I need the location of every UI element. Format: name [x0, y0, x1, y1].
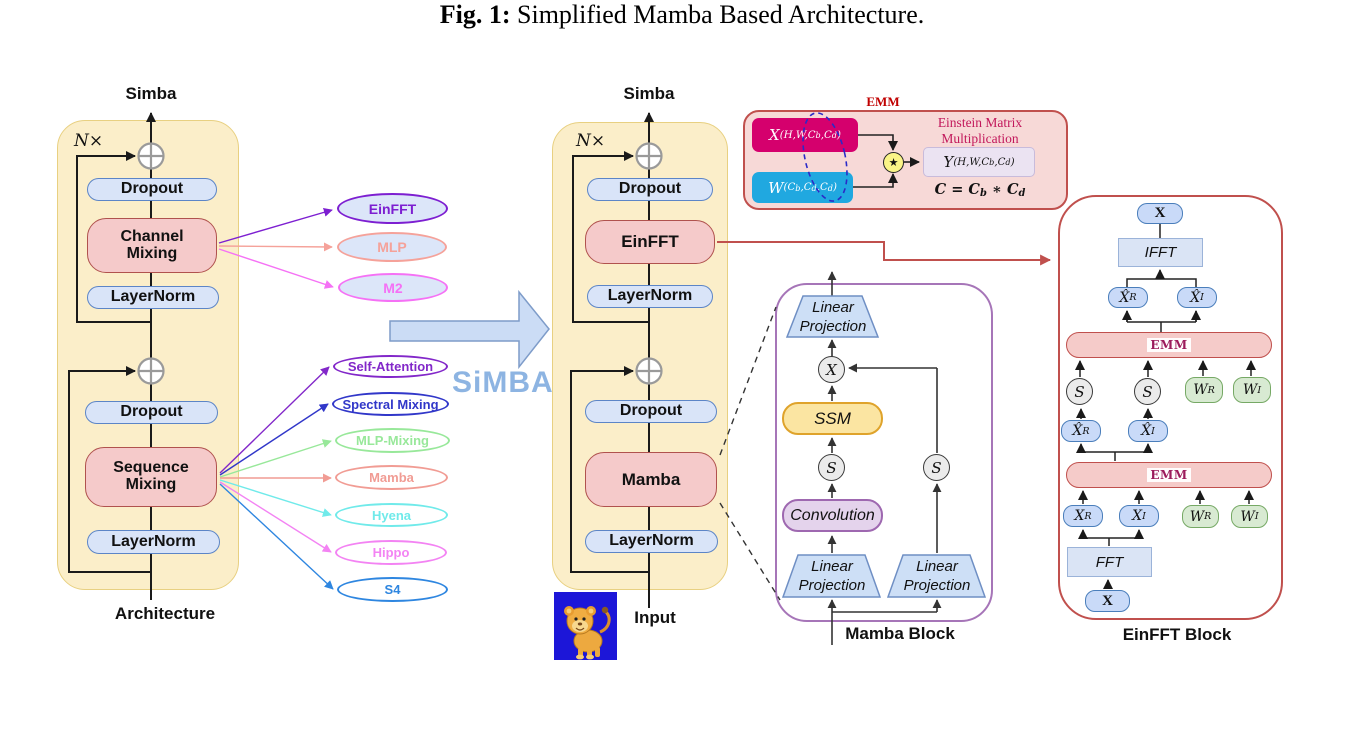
- mamba-block-caption: Mamba Block: [845, 624, 955, 643]
- sequence-mixing-pill: Sequence Mixing: [85, 447, 217, 507]
- mamba-pill: Mamba: [585, 452, 717, 507]
- figure-caption-text: Simplified Mamba Based Architecture.: [510, 0, 925, 29]
- middle-simba-label: Simba: [623, 84, 675, 103]
- left-layernorm2-pill: LayerNorm: [87, 530, 220, 554]
- middle-repeat-label: N×: [576, 131, 606, 151]
- xr-hat-out-pill: X̂R: [1108, 287, 1148, 308]
- star-operator-icon: ★: [883, 152, 904, 173]
- linear-projection-top-label: Linear Projection: [799, 299, 867, 335]
- figure-caption-number: Fig. 1:: [439, 0, 511, 29]
- option-hippo-ellipse: Hippo: [335, 540, 447, 565]
- option-m2-ellipse: M2: [338, 273, 448, 302]
- einfft-x-top-pill: X: [1137, 203, 1183, 224]
- simba-wordmark: SiMBA: [452, 366, 554, 399]
- xi-hat-out-pill: X̂I: [1177, 287, 1217, 308]
- option-mlp-ellipse: MLP: [337, 232, 447, 262]
- option-einfft-label: EinFFT: [368, 200, 417, 217]
- emm-pill-top-label: EMM: [1147, 338, 1191, 352]
- option-self-attention-ellipse: Self-Attention: [333, 355, 448, 378]
- emm-pill-bottom-label: EMM: [1147, 468, 1191, 482]
- option-einfft-ellipse: EinFFT: [337, 193, 448, 224]
- left-dropout2-pill: Dropout: [85, 401, 218, 424]
- einfft-pill: EinFFT: [585, 220, 715, 264]
- option-self-attention-label: Self-Attention: [347, 359, 434, 374]
- left-layernorm1-pill: LayerNorm: [87, 286, 219, 309]
- einfft-sigma-circle-2: S: [1134, 378, 1161, 405]
- fft-box: FFT: [1067, 547, 1152, 577]
- left-repeat-label: N×: [74, 131, 104, 151]
- linear-projection-right-label: Linear Projection: [903, 558, 971, 594]
- option-mlp-mixing-label: MLP-Mixing: [356, 433, 429, 448]
- option-mlp-mixing-ellipse: MLP-Mixing: [335, 428, 450, 453]
- convolution-pill: Convolution: [782, 499, 883, 532]
- sigma-op-circle-right: S: [923, 454, 950, 481]
- einfft-connector-line: [717, 241, 1052, 266]
- ifft-box: IFFT: [1118, 238, 1203, 267]
- multiply-op-circle: X: [818, 356, 845, 383]
- einfft-x-bottom-pill: X: [1085, 590, 1130, 612]
- emm-pill-top: EMM: [1066, 332, 1272, 358]
- option-mamba-ellipse: Mamba: [335, 465, 448, 490]
- option-m2-label: M2: [383, 279, 403, 296]
- emm-subtitle: Einstein Matrix Multiplication: [937, 115, 1023, 146]
- middle-dropout2-pill: Dropout: [585, 400, 717, 423]
- left-dropout1-pill: Dropout: [87, 178, 217, 201]
- left-simba-label: Simba: [125, 84, 177, 103]
- option-spectral-mixing-label: Spectral Mixing: [342, 396, 439, 412]
- einfft-sigma-circle-1: S: [1066, 378, 1093, 405]
- channel-mixing-pill: Channel Mixing: [87, 218, 217, 273]
- option-hippo-label: Hippo: [372, 545, 410, 560]
- xr-hat-mid-pill: X̂R: [1061, 420, 1101, 442]
- option-hyena-ellipse: Hyena: [335, 503, 448, 527]
- option-mlp-label: MLP: [377, 239, 407, 255]
- option-s4-ellipse: S4: [337, 577, 448, 602]
- emm-pill-bottom: EMM: [1066, 462, 1272, 488]
- middle-dropout1-pill: Dropout: [587, 178, 713, 201]
- option-hyena-label: Hyena: [371, 507, 412, 523]
- input-label: Input: [634, 608, 676, 627]
- ssm-pill: SSM: [782, 402, 883, 435]
- sigma-op-circle-left: S: [818, 454, 845, 481]
- linear-projection-left-label: Linear Projection: [798, 558, 866, 594]
- middle-layernorm2-pill: LayerNorm: [585, 530, 718, 553]
- lion-image: [554, 592, 617, 660]
- middle-layernorm1-pill: LayerNorm: [587, 285, 713, 308]
- option-s4-label: S4: [384, 582, 401, 597]
- emm-formula: C = Cb ∗ Cd: [934, 181, 1026, 200]
- emm-title: EMM: [866, 94, 900, 109]
- architecture-label: Architecture: [114, 604, 216, 623]
- option-spectral-mixing-ellipse: Spectral Mixing: [332, 392, 449, 416]
- lens-dashed-lines: [719, 306, 781, 601]
- option-mamba-label: Mamba: [369, 470, 414, 485]
- xi-hat-mid-pill: X̂I: [1128, 420, 1168, 442]
- einfft-block-caption: EinFFT Block: [1122, 625, 1232, 644]
- figure-caption: Fig. 1: Simplified Mamba Based Architect…: [0, 0, 1364, 30]
